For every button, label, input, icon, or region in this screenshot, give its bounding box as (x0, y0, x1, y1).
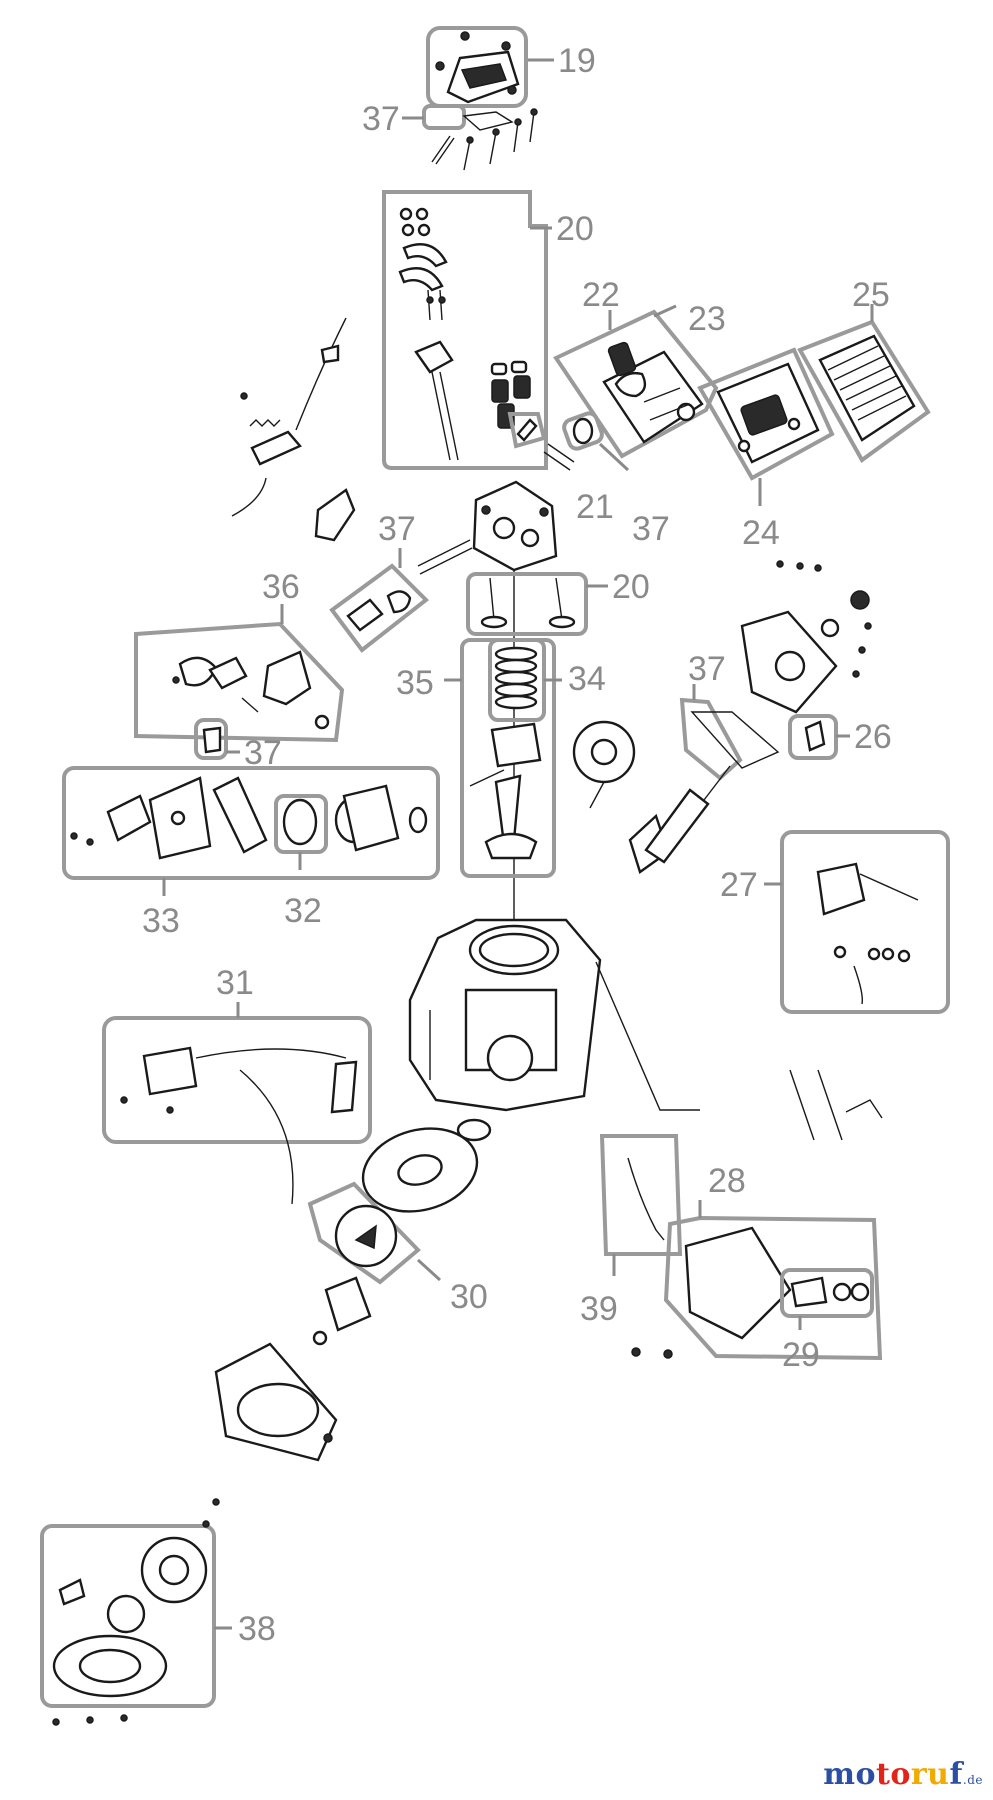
group-38-recoil-starter[interactable] (40, 1498, 232, 1726)
group-21-guide[interactable] (507, 412, 575, 471)
rocker-studs (431, 108, 538, 171)
camshaft-gear (572, 720, 636, 809)
callout-31: 31 (216, 964, 254, 1002)
callout-27: 27 (720, 866, 758, 904)
group-20-valve-train[interactable] (382, 190, 552, 470)
tank-bolts (631, 1347, 673, 1359)
callout-37-intake: 37 (632, 510, 670, 548)
group-37-intake-gasket[interactable] (562, 411, 630, 472)
linkage-rod (595, 961, 883, 1141)
callout-39: 39 (580, 1290, 618, 1328)
callout-23: 23 (688, 300, 726, 338)
group-37-cover-gasket[interactable] (402, 104, 514, 131)
group-31-ignition-coil[interactable] (102, 1002, 372, 1205)
callout-35: 35 (396, 664, 434, 702)
callout-37-cover: 37 (688, 650, 726, 688)
callout-36: 36 (262, 568, 300, 606)
group-35-piston-rod[interactable] (444, 638, 556, 878)
starter-cup (312, 1276, 372, 1346)
crankcase-block[interactable] (408, 918, 602, 1112)
group-37-airbox-gasket[interactable] (194, 718, 240, 760)
group-29-fuel-valve[interactable] (780, 1268, 874, 1330)
flywheel (361, 1118, 492, 1213)
callout-22: 22 (582, 276, 620, 314)
group-26-oil-plug[interactable] (788, 714, 850, 760)
callout-37-airbox: 37 (244, 734, 282, 772)
callout-21: 21 (576, 488, 614, 526)
callout-37-top: 37 (362, 100, 400, 138)
brand-logo: motoruf.de (823, 1757, 983, 1792)
callout-37-carb: 37 (378, 510, 416, 548)
callout-30: 30 (450, 1278, 488, 1316)
callout-20-valves: 20 (612, 568, 650, 606)
callout-32: 32 (284, 892, 322, 930)
group-20-valves[interactable] (466, 572, 608, 636)
callout-29: 29 (782, 1336, 820, 1374)
group-24-muffler[interactable] (697, 347, 835, 506)
group-23-air-filter-housing[interactable] (553, 304, 719, 459)
callout-28: 28 (708, 1162, 746, 1200)
crankshaft (628, 765, 731, 874)
callout-25: 25 (852, 276, 890, 314)
group-32-filter-foam[interactable] (274, 794, 328, 870)
group-27-throttle[interactable] (764, 830, 950, 1014)
group-25-muffler-cover[interactable] (797, 304, 931, 463)
group-30-fan[interactable] (307, 1181, 442, 1285)
group-37-cover-gasket[interactable] (679, 684, 780, 781)
callout-26: 26 (854, 718, 892, 756)
group-34-piston-rings[interactable] (488, 638, 562, 722)
callout-24: 24 (742, 514, 780, 552)
callout-20-top: 20 (556, 210, 594, 248)
group-28-fuel-tank[interactable] (663, 1200, 883, 1361)
callout-33: 33 (142, 902, 180, 940)
group-36-carburetor[interactable] (134, 604, 345, 743)
fan-shroud (214, 1342, 338, 1462)
callout-34: 34 (568, 660, 606, 698)
group-39-fuel-line[interactable] (599, 1134, 683, 1276)
governor-linkage (231, 317, 356, 542)
group-19-rocker-cover[interactable] (426, 26, 554, 108)
callout-38: 38 (238, 1610, 276, 1648)
group-33-air-cleaner[interactable] (62, 766, 440, 896)
callout-19: 19 (558, 42, 596, 80)
crankcase-cover[interactable] (740, 560, 872, 714)
group-37-carb-gasket[interactable] (329, 539, 473, 653)
